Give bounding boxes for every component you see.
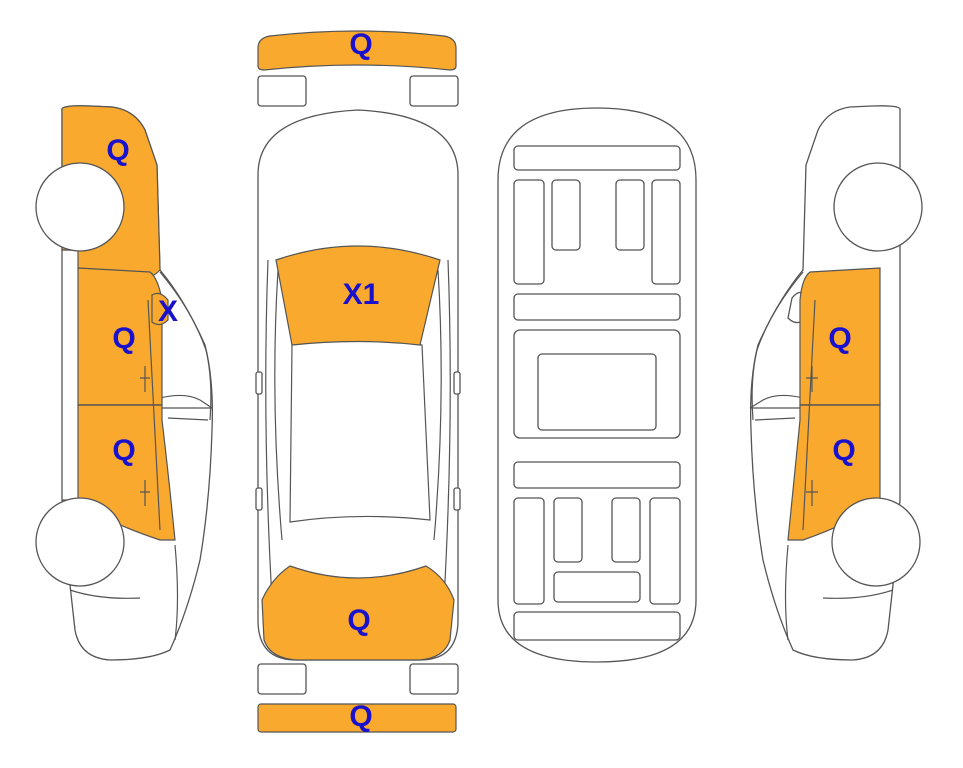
right-front-door-mark: Q (828, 322, 851, 355)
left-front-wheel (35, 162, 125, 252)
left-front-door-mark: Q (112, 322, 135, 355)
trunk-panel (261, 565, 455, 661)
front-left-light (257, 75, 307, 107)
top-view: Q X1 Q Q (255, 28, 461, 733)
right-side-view: Q Q (749, 105, 923, 661)
rear-left-light (257, 663, 307, 695)
right-rear-door-mark: Q (832, 434, 855, 467)
left-rear-wheel (35, 497, 125, 587)
front-bumper-panel (257, 30, 457, 71)
rear-bumper-mark: Q (349, 700, 372, 733)
rear-bumper-panel (257, 703, 457, 733)
left-front-door-panel (77, 267, 163, 406)
front-right-light (409, 75, 459, 107)
rear-right-light (409, 663, 459, 695)
left-fender-mark: Q (106, 134, 129, 167)
left-rear-door-mark: Q (112, 434, 135, 467)
underbody-view (497, 107, 697, 663)
hood-panel (275, 245, 441, 346)
left-a-pillar-mark: X (158, 295, 178, 328)
right-front-door-panel (799, 267, 881, 406)
hood-mark: X1 (343, 278, 380, 311)
front-bumper-mark: Q (349, 28, 372, 61)
left-a-pillar-panel (151, 292, 169, 326)
trunk-mark: Q (347, 604, 370, 637)
left-side-view: Q X Q Q (35, 105, 214, 661)
right-front-wheel (833, 162, 923, 252)
top-body-outline (257, 109, 459, 661)
right-rear-wheel (831, 497, 921, 587)
